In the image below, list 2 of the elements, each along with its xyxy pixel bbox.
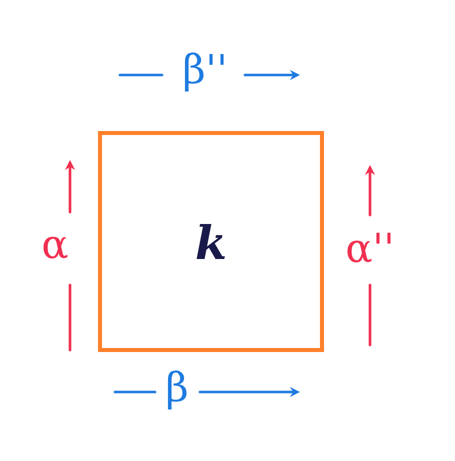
square-box: k [98, 131, 324, 352]
greek-label: β'' [184, 52, 224, 92]
